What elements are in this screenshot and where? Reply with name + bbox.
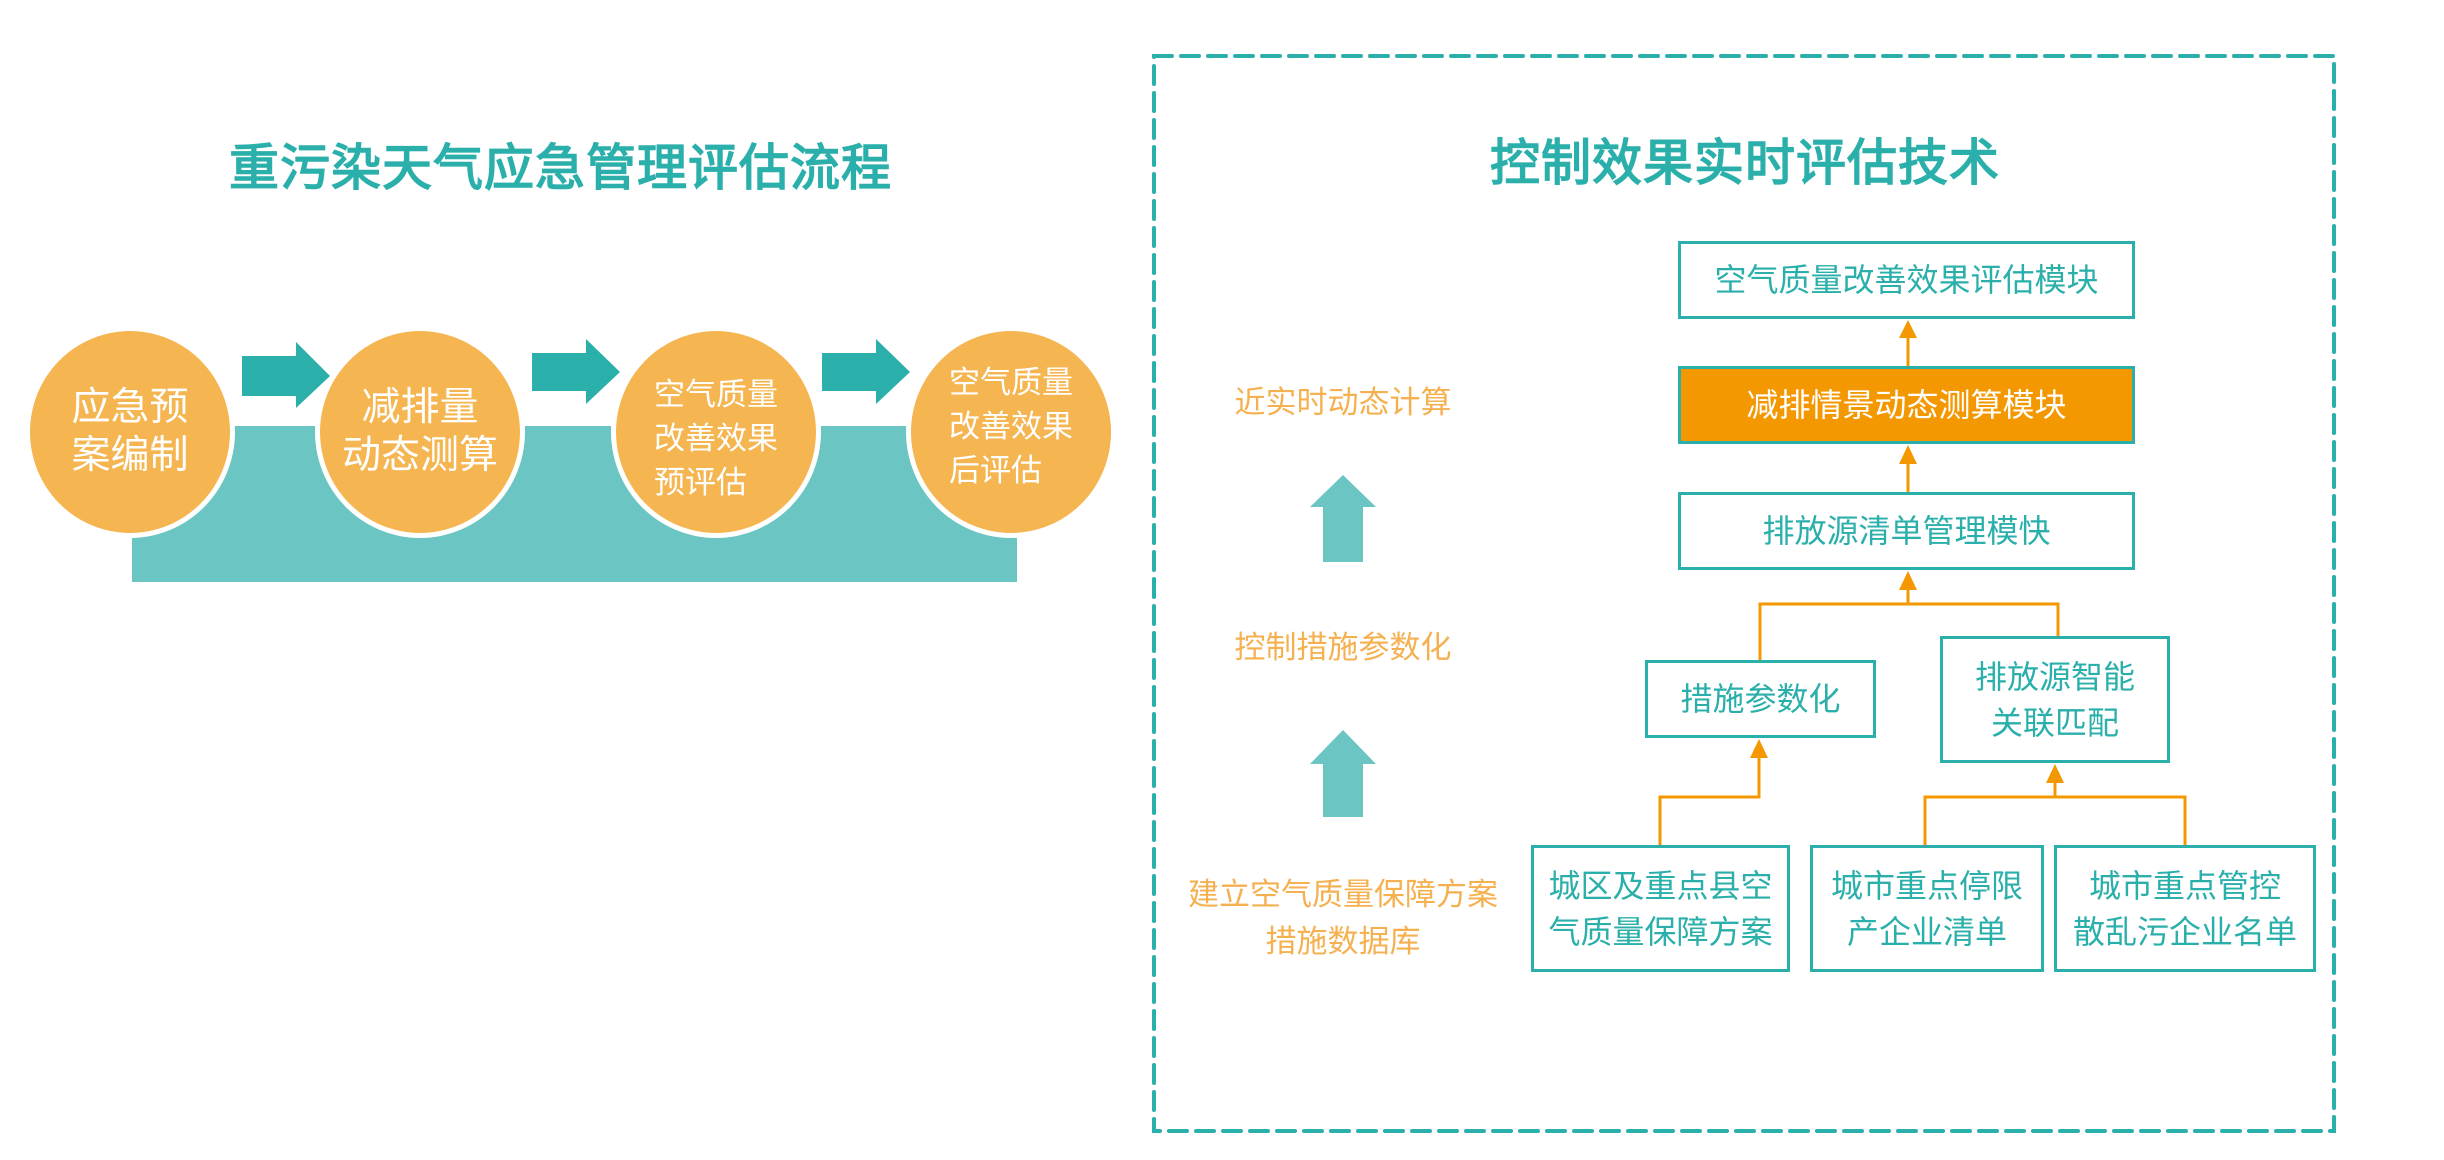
source-scattered-enterprise-list: 城市重点管控 散乱污企业名单 bbox=[2054, 845, 2316, 972]
connector-arrowhead-icon bbox=[1899, 571, 1917, 590]
module-source-matching: 排放源智能 关联匹配 bbox=[1940, 636, 2170, 763]
stage-label-database: 建立空气质量保障方案 措施数据库 bbox=[1188, 877, 1498, 960]
module-label: 排放源智能 关联匹配 bbox=[1974, 657, 2135, 742]
module-reduction-scenario: 减排情景动态测算模块 bbox=[1678, 366, 2135, 444]
module-quality-assessment: 空气质量改善效果评估模块 bbox=[1678, 241, 2135, 319]
stage-label-parameterization: 控制措施参数化 bbox=[1234, 630, 1452, 666]
module-label: 空气质量改善效果评估模块 bbox=[1714, 261, 2099, 299]
flow-step-plan: 应急预 案编制 bbox=[25, 326, 235, 538]
source-protection-plan: 城区及重点县空 气质量保障方案 bbox=[1531, 845, 1790, 972]
flow-step-label: 空气质量 改善效果 后评估 bbox=[949, 365, 1073, 489]
source-production-limit-list: 城市重点停限 产企业清单 bbox=[1810, 845, 2044, 972]
flow-arrow-right-icon bbox=[242, 342, 330, 408]
flow-step-reduction: 减排量 动态测算 bbox=[315, 326, 525, 538]
source-label: 城市重点停限 产企业清单 bbox=[1830, 866, 2023, 951]
right-panel-dashed-border bbox=[1152, 54, 2336, 1133]
module-measure-parameterization: 措施参数化 bbox=[1645, 660, 1876, 738]
connector-arrowhead-icon bbox=[1899, 445, 1917, 464]
connector-arrowhead-icon bbox=[1750, 739, 1768, 758]
right-panel-title: 控制效果实时评估技术 bbox=[1490, 134, 2000, 192]
flow-arrow-right-icon bbox=[822, 339, 910, 404]
module-label: 减排情景动态测算模块 bbox=[1746, 386, 2067, 424]
flow-step-post-assessment: 空气质量 改善效果 后评估 bbox=[906, 326, 1116, 538]
stage-label-realtime: 近实时动态计算 bbox=[1234, 385, 1452, 421]
module-inventory-management: 排放源清单管理模快 bbox=[1678, 492, 2135, 570]
flow-base-bar bbox=[132, 426, 1017, 582]
flow-arrow-right-icon bbox=[532, 339, 620, 404]
source-label: 城市重点管控 散乱污企业名单 bbox=[2072, 866, 2297, 951]
connector-arrowhead-icon bbox=[1899, 320, 1917, 338]
flow-step-label: 减排量 动态测算 bbox=[341, 385, 498, 478]
left-panel-title: 重污染天气应急管理评估流程 bbox=[229, 139, 892, 197]
stage-up-arrow-icon bbox=[1310, 730, 1376, 817]
flow-step-label: 应急预 案编制 bbox=[71, 385, 189, 478]
flow-step-pre-assessment: 空气质量 改善效果 预评估 bbox=[611, 326, 821, 538]
stage-up-arrow-icon bbox=[1310, 475, 1376, 562]
flow-step-label: 空气质量 改善效果 预评估 bbox=[654, 377, 778, 501]
source-label: 城区及重点县空 气质量保障方案 bbox=[1548, 866, 1773, 951]
module-label: 排放源清单管理模快 bbox=[1762, 512, 2051, 550]
connector-arrowhead-icon bbox=[2046, 764, 2064, 783]
module-label: 措施参数化 bbox=[1680, 680, 1841, 718]
